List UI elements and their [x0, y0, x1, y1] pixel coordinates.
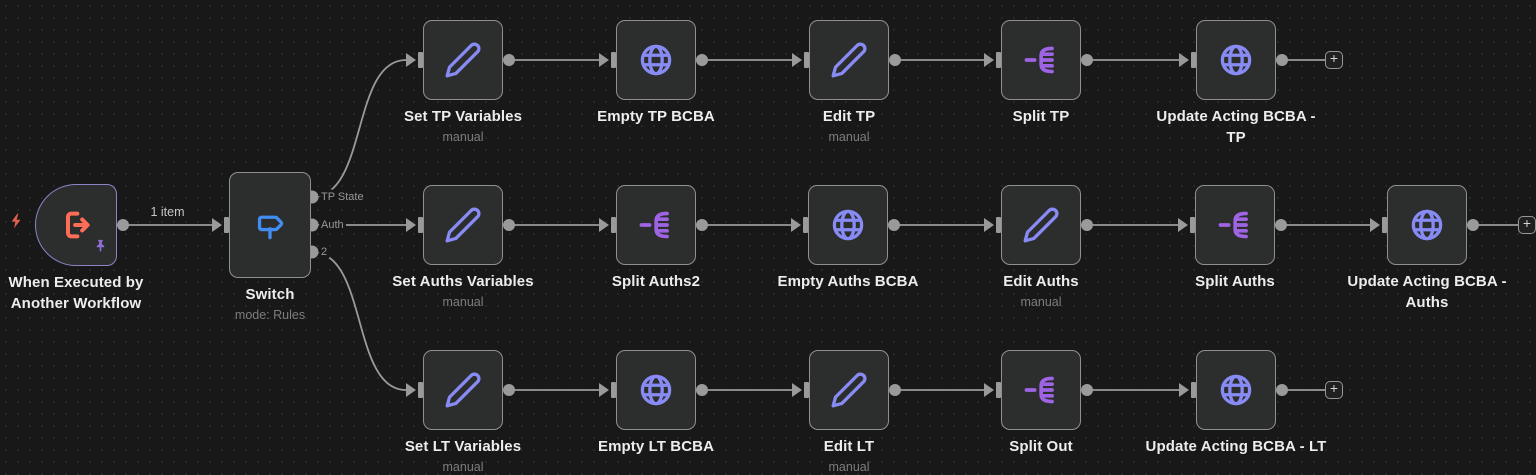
- globe-icon: [637, 371, 675, 409]
- output-port[interactable]: [503, 384, 515, 396]
- input-port-bar: [611, 52, 616, 68]
- output-port[interactable]: [1467, 219, 1479, 231]
- input-port-bar: [804, 382, 809, 398]
- node-empty-tp[interactable]: [616, 20, 696, 100]
- output-port[interactable]: [503, 219, 515, 231]
- output-port[interactable]: [1275, 219, 1287, 231]
- input-port-bar: [996, 382, 1001, 398]
- split-icon: [637, 206, 675, 244]
- node-trigger[interactable]: [35, 184, 117, 266]
- output-port[interactable]: [889, 54, 901, 66]
- node-split-auths[interactable]: [1195, 185, 1275, 265]
- logout-icon: [56, 205, 96, 245]
- globe-icon: [1217, 41, 1255, 79]
- input-port[interactable]: [791, 218, 801, 232]
- input-port-bar: [611, 217, 616, 233]
- output-port[interactable]: [1081, 384, 1093, 396]
- connection-line[interactable]: [311, 59, 407, 198]
- input-port[interactable]: [984, 53, 994, 67]
- node-split-auths2[interactable]: [616, 185, 696, 265]
- input-port[interactable]: [1179, 383, 1189, 397]
- output-port[interactable]: [1081, 54, 1093, 66]
- output-port[interactable]: [888, 219, 900, 231]
- globe-icon: [637, 41, 675, 79]
- output-port-label: Auth: [321, 219, 344, 231]
- add-node-button[interactable]: +: [1518, 216, 1536, 234]
- add-node-button[interactable]: +: [1325, 51, 1343, 69]
- input-port-bar: [1191, 52, 1196, 68]
- node-update-auths[interactable]: [1387, 185, 1467, 265]
- input-port[interactable]: [406, 218, 416, 232]
- split-icon: [1022, 41, 1060, 79]
- node-empty-lt[interactable]: [616, 350, 696, 430]
- node-update-lt[interactable]: [1196, 350, 1276, 430]
- input-port[interactable]: [984, 218, 994, 232]
- node-set-tp[interactable]: [423, 20, 503, 100]
- output-port[interactable]: [696, 54, 708, 66]
- pencil-icon: [1022, 206, 1060, 244]
- input-port-bar: [804, 52, 809, 68]
- add-node-button[interactable]: +: [1325, 381, 1343, 399]
- output-port[interactable]: [1276, 54, 1288, 66]
- pencil-icon: [444, 371, 482, 409]
- globe-icon: [1217, 371, 1255, 409]
- node-split-tp[interactable]: [1001, 20, 1081, 100]
- input-port[interactable]: [599, 53, 609, 67]
- pin-icon: [94, 239, 107, 257]
- input-port[interactable]: [599, 218, 609, 232]
- input-port-bar: [224, 217, 229, 233]
- pencil-icon: [830, 41, 868, 79]
- input-port[interactable]: [406, 383, 416, 397]
- input-port[interactable]: [1370, 218, 1380, 232]
- pencil-icon: [830, 371, 868, 409]
- output-port[interactable]: [503, 54, 515, 66]
- input-port-bar: [1191, 382, 1196, 398]
- node-split-out[interactable]: [1001, 350, 1081, 430]
- input-port-bar: [803, 217, 808, 233]
- node-set-auths[interactable]: [423, 185, 503, 265]
- node-edit-tp[interactable]: [809, 20, 889, 100]
- node-edit-auths[interactable]: [1001, 185, 1081, 265]
- input-port[interactable]: [792, 383, 802, 397]
- input-port[interactable]: [212, 218, 222, 232]
- input-port[interactable]: [984, 383, 994, 397]
- input-port-bar: [418, 217, 423, 233]
- output-port[interactable]: [696, 384, 708, 396]
- output-port-label: 2: [321, 246, 327, 258]
- input-port-bar: [418, 52, 423, 68]
- output-port[interactable]: [117, 219, 129, 231]
- pencil-icon: [444, 41, 482, 79]
- connection-label: 1 item: [150, 205, 184, 219]
- output-port[interactable]: [889, 384, 901, 396]
- input-port[interactable]: [406, 53, 416, 67]
- globe-icon: [829, 206, 867, 244]
- globe-icon: [1408, 206, 1446, 244]
- split-icon: [1216, 206, 1254, 244]
- output-port[interactable]: [1276, 384, 1288, 396]
- node-empty-auths[interactable]: [808, 185, 888, 265]
- connection-line[interactable]: [311, 251, 407, 391]
- input-port[interactable]: [792, 53, 802, 67]
- input-port-bar: [611, 382, 616, 398]
- output-port[interactable]: [1081, 219, 1093, 231]
- input-port-bar: [1382, 217, 1387, 233]
- input-port[interactable]: [599, 383, 609, 397]
- input-port-bar: [1190, 217, 1195, 233]
- node-edit-lt[interactable]: [809, 350, 889, 430]
- input-port[interactable]: [1178, 218, 1188, 232]
- pencil-icon: [444, 206, 482, 244]
- input-port-bar: [996, 217, 1001, 233]
- switch-icon: [251, 206, 289, 244]
- output-port-label: TP State: [321, 191, 364, 203]
- input-port-bar: [996, 52, 1001, 68]
- lightning-trigger-icon: [8, 213, 24, 234]
- node-set-lt[interactable]: [423, 350, 503, 430]
- input-port-bar: [418, 382, 423, 398]
- split-icon: [1022, 371, 1060, 409]
- output-port[interactable]: [696, 219, 708, 231]
- node-update-tp[interactable]: [1196, 20, 1276, 100]
- input-port[interactable]: [1179, 53, 1189, 67]
- node-switch[interactable]: [229, 172, 311, 278]
